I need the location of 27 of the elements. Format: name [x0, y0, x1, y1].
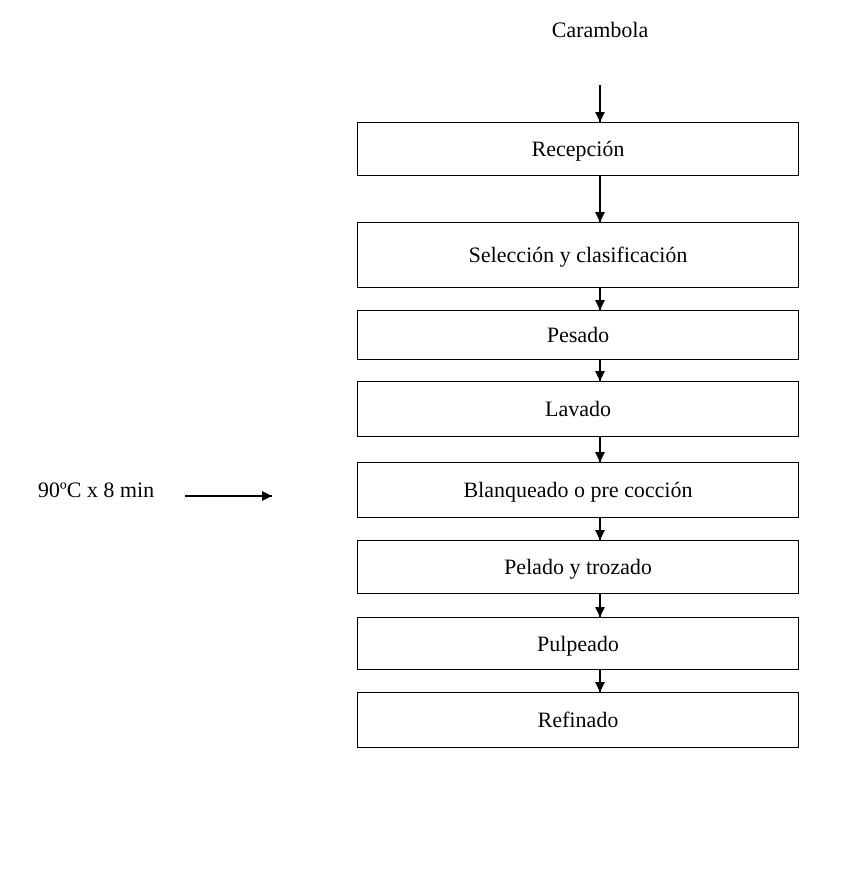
arrow [595, 594, 605, 617]
arrow [595, 437, 605, 462]
arrow [595, 288, 605, 310]
process-box [357, 540, 799, 594]
node-label: 90ºC x 8 min [38, 477, 154, 503]
arrow [595, 360, 605, 381]
process-box [357, 462, 799, 518]
arrow [595, 85, 605, 122]
step-label: Lavado [545, 396, 611, 422]
step-label: Pulpeado [537, 630, 619, 656]
process-box [357, 222, 799, 288]
step-label: Pesado [546, 322, 610, 348]
step-label: Refinado [538, 707, 618, 733]
arrow [185, 491, 272, 501]
arrow [595, 670, 605, 692]
process-box [357, 617, 799, 670]
step-label: Pelado y trozado [504, 554, 652, 580]
process-box [357, 381, 799, 437]
node-label: Carambola [552, 17, 648, 43]
step-label: Recepción [532, 136, 624, 162]
process-box [357, 122, 799, 176]
process-box [357, 692, 799, 748]
process-box [357, 310, 799, 360]
arrow [595, 176, 605, 222]
step-label: Selección y clasificación [468, 242, 688, 268]
step-label: Blanqueado o pre cocción [463, 477, 693, 503]
arrow [595, 518, 605, 540]
